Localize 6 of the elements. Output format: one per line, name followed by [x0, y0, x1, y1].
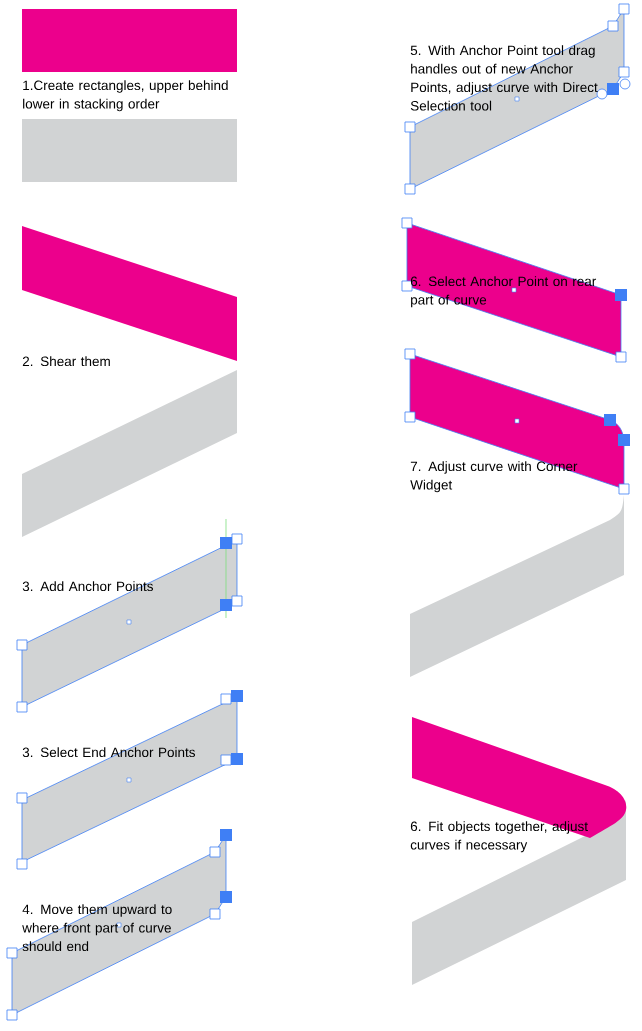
- step-caption: 5. With Anchor Point tool drag handles out of new Anchor Points, adjust curve with Direct Selection tool: [410, 45, 598, 111]
- step-caption: 6. Fit objects together, adjust curves if necessary: [410, 821, 588, 853]
- step-caption: 2. Shear them: [22, 356, 110, 367]
- step-caption: 1.Create rectangles, upper behind lower in stacking order: [23, 80, 228, 112]
- step-caption: 3. Add Anchor Points: [22, 581, 153, 592]
- step-caption: 3. Select End Anchor Points: [22, 747, 195, 758]
